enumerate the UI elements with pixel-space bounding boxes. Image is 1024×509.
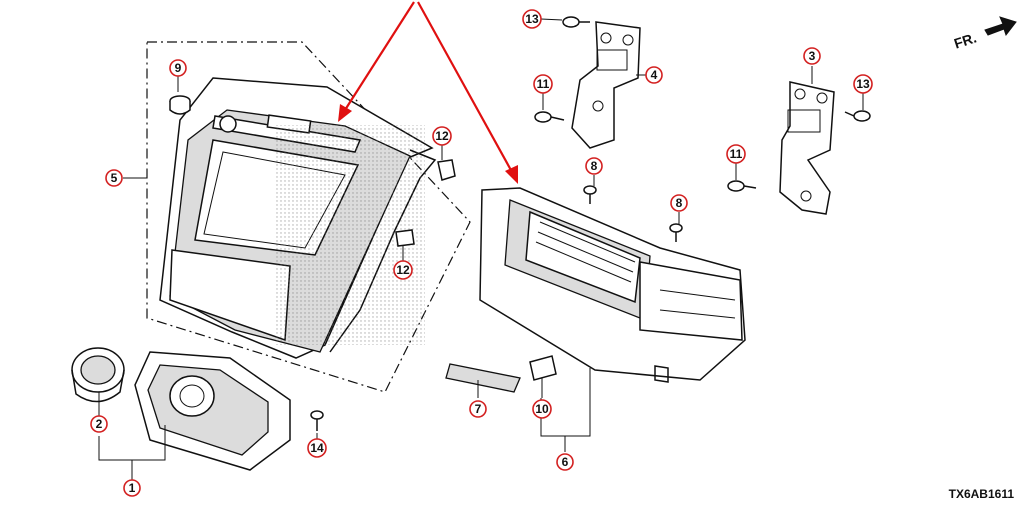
leader-lines bbox=[98, 18, 864, 480]
callout-c8a: 8 bbox=[585, 157, 603, 175]
bracket-right bbox=[779, 81, 835, 215]
callout-c5: 5 bbox=[105, 169, 123, 187]
callout-c8b: 8 bbox=[670, 194, 688, 212]
clip-lower bbox=[395, 229, 415, 247]
callout-label: 11 bbox=[730, 147, 743, 161]
panel-assembly-outline bbox=[146, 41, 471, 393]
callout-c1: 1 bbox=[123, 479, 141, 497]
callout-c11b: 11 bbox=[726, 144, 746, 164]
bolt-13-left bbox=[562, 16, 590, 28]
callout-label: 8 bbox=[676, 196, 683, 210]
clip-upper bbox=[437, 152, 456, 181]
callout-label: 3 bbox=[809, 49, 816, 63]
callout-label: 12 bbox=[396, 263, 410, 277]
callout-label: 2 bbox=[96, 417, 103, 431]
callout-c7: 7 bbox=[469, 400, 487, 418]
callout-label: 11 bbox=[537, 77, 550, 91]
callout-label: 1 bbox=[129, 481, 136, 495]
knob-ring bbox=[71, 347, 125, 403]
callout-label: 10 bbox=[535, 402, 549, 416]
callout-c11a: 11 bbox=[533, 74, 553, 94]
bolt-11-left bbox=[534, 111, 565, 123]
screw-14 bbox=[310, 410, 324, 431]
callout-c3: 3 bbox=[803, 47, 821, 65]
climate-control-unit bbox=[134, 351, 291, 471]
callout-label: 4 bbox=[651, 68, 658, 82]
screw-8-upper bbox=[583, 185, 597, 204]
callout-c12b: 12 bbox=[393, 260, 413, 280]
callout-label: 14 bbox=[310, 441, 324, 455]
callout-label: 13 bbox=[856, 77, 870, 91]
callout-c2: 2 bbox=[90, 415, 108, 433]
callout-c14: 14 bbox=[307, 438, 327, 458]
pointer-arrows bbox=[338, 1, 518, 184]
screw-8-lower bbox=[669, 223, 683, 242]
callout-c13a: 13 bbox=[522, 9, 542, 29]
callout-label: 7 bbox=[475, 402, 482, 416]
callout-label: 12 bbox=[435, 129, 449, 143]
callout-label: 9 bbox=[175, 61, 182, 75]
bolt-13-right bbox=[844, 110, 871, 122]
small-bracket-7 bbox=[445, 363, 521, 393]
callout-c4: 4 bbox=[645, 66, 663, 84]
callout-c10: 10 bbox=[532, 399, 552, 419]
callout-label: 5 bbox=[111, 171, 118, 185]
audio-unit bbox=[479, 187, 746, 383]
callout-label: 8 bbox=[591, 159, 598, 173]
center-panel bbox=[159, 77, 437, 359]
cap-part bbox=[169, 95, 191, 115]
callout-c12a: 12 bbox=[432, 126, 452, 146]
callout-c6: 6 bbox=[556, 453, 574, 471]
callout-c13b: 13 bbox=[853, 74, 873, 94]
diagram-code: TX6AB1611 bbox=[949, 487, 1015, 501]
direction-label: FR. bbox=[952, 29, 978, 51]
clip-10 bbox=[529, 355, 557, 381]
front-direction-indicator: FR. bbox=[952, 16, 1017, 52]
bolt-11-right bbox=[727, 180, 757, 192]
callout-label: 6 bbox=[562, 455, 569, 469]
arrow-right-icon bbox=[984, 16, 1017, 37]
callout-label: 13 bbox=[525, 12, 539, 26]
bracket-left bbox=[571, 21, 641, 149]
callout-c9: 9 bbox=[169, 59, 187, 77]
